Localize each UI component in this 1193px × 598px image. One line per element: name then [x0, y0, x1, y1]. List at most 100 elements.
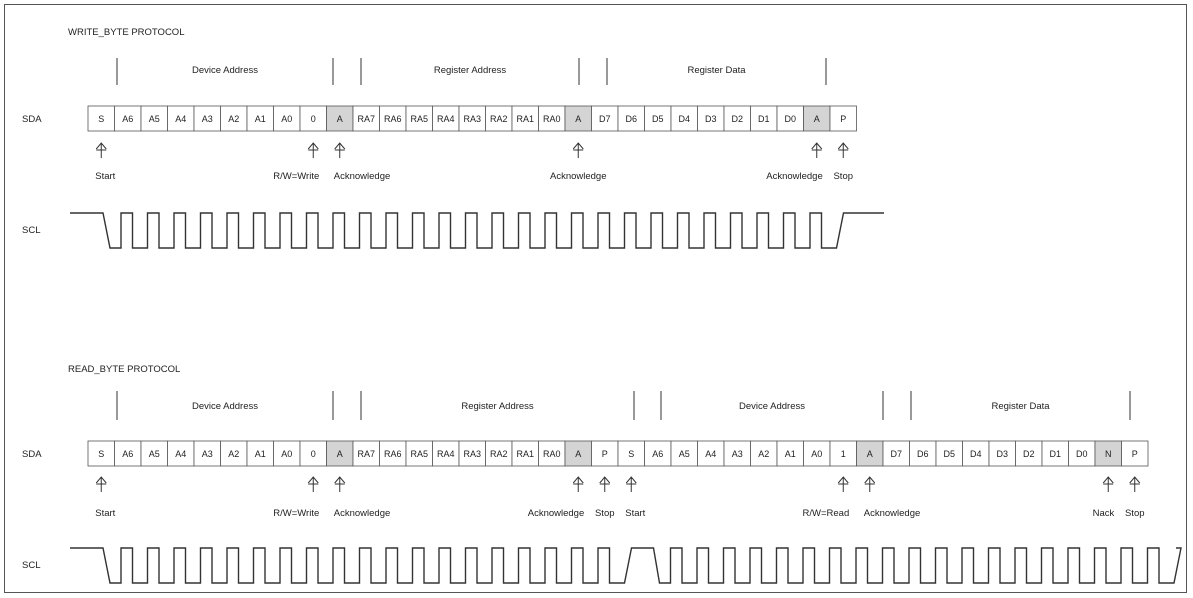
bit-label: D4 — [970, 449, 982, 459]
bit-cell — [193, 440, 221, 467]
bit-cell — [644, 440, 672, 467]
bit-label: RA4 — [437, 449, 455, 459]
bit-cell — [114, 440, 142, 467]
bit-cell — [644, 105, 672, 132]
ack-cell — [856, 440, 884, 467]
marker-label: Acknowledge — [766, 171, 823, 182]
bit-label: RA3 — [463, 449, 481, 459]
bit-cell — [511, 105, 539, 132]
up-arrow-icon-path — [837, 476, 849, 492]
bit-label: N — [1105, 449, 1112, 459]
bit-label: D5 — [652, 114, 664, 124]
bit-label: A6 — [122, 449, 133, 459]
marker-label: R/W=Write — [273, 508, 319, 519]
bit-cell — [1121, 440, 1149, 467]
bit-cell — [697, 440, 725, 467]
segment-label: Register Data — [687, 65, 746, 76]
bit-label: A5 — [149, 449, 160, 459]
bit-label: RA2 — [490, 449, 508, 459]
bit-label: RA0 — [543, 114, 561, 124]
segment-label: Register Data — [991, 401, 1050, 412]
bit-cell — [750, 440, 778, 467]
marker-label: Acknowledge — [550, 171, 607, 182]
bit-cell — [670, 105, 698, 132]
bit-label: RA3 — [463, 114, 481, 124]
bit-cell — [511, 440, 539, 467]
up-arrow-icon-path — [837, 142, 849, 158]
sda-label: SDA — [22, 449, 42, 460]
bit-label: 1 — [841, 449, 846, 459]
bit-cell — [988, 440, 1016, 467]
bit-label: A — [867, 449, 873, 459]
bit-cell — [485, 440, 513, 467]
bit-label: S — [628, 449, 634, 459]
up-arrow-icon-path — [864, 476, 876, 492]
bit-label: D7 — [599, 114, 611, 124]
marker-label: R/W=Read — [803, 508, 850, 519]
up-arrow-icon-path — [334, 476, 346, 492]
bit-label: D1 — [758, 114, 770, 124]
up-arrow-icon — [572, 142, 584, 158]
bit-label: A3 — [202, 449, 213, 459]
up-arrow-icon-path — [572, 476, 584, 492]
bit-label: A0 — [281, 114, 292, 124]
bit-cell — [458, 105, 486, 132]
ack-cell — [326, 105, 354, 132]
up-arrow-icon — [1129, 476, 1141, 492]
up-arrow-icon-path — [307, 142, 319, 158]
segment-label: Device Address — [192, 401, 258, 412]
up-arrow-icon-path — [334, 142, 346, 158]
bit-cell — [829, 105, 857, 132]
up-arrow-icon — [95, 142, 107, 158]
up-arrow-icon — [572, 476, 584, 492]
bit-cell — [167, 105, 195, 132]
bit-label: A1 — [785, 449, 796, 459]
bit-cell — [299, 105, 327, 132]
bit-label: RA2 — [490, 114, 508, 124]
bit-label: D2 — [731, 114, 743, 124]
bit-label: RA6 — [384, 114, 402, 124]
segment-label: Register Address — [461, 401, 534, 412]
segment-label: Device Address — [739, 401, 805, 412]
up-arrow-icon-path — [572, 142, 584, 158]
up-arrow-icon-path — [1102, 476, 1114, 492]
bit-label: D4 — [678, 114, 690, 124]
bit-cell — [591, 105, 619, 132]
bit-label: RA6 — [384, 449, 402, 459]
scl-waveform — [70, 547, 1182, 584]
bit-cell — [882, 440, 910, 467]
bit-label: A — [575, 449, 581, 459]
up-arrow-icon — [307, 142, 319, 158]
bit-label: RA1 — [516, 114, 534, 124]
bit-label: D5 — [943, 449, 955, 459]
bit-label: A5 — [149, 114, 160, 124]
marker-label: Stop — [1125, 508, 1145, 519]
bit-label: A2 — [228, 449, 239, 459]
bit-label: A0 — [281, 449, 292, 459]
bit-label: A1 — [255, 449, 266, 459]
marker-label: Acknowledge — [334, 171, 391, 182]
up-arrow-icon — [1102, 476, 1114, 492]
up-arrow-icon-path — [625, 476, 637, 492]
segment-label: Register Address — [434, 65, 507, 76]
bit-label: RA5 — [410, 449, 428, 459]
bit-cell — [776, 440, 804, 467]
bit-label: RA1 — [516, 449, 534, 459]
bit-cell — [273, 440, 301, 467]
bit-label: A4 — [175, 449, 186, 459]
bit-cell — [538, 440, 566, 467]
bit-label: A5 — [679, 449, 690, 459]
protocol-title: READ_BYTE PROTOCOL — [68, 364, 180, 375]
bit-cell — [87, 105, 115, 132]
up-arrow-icon-path — [95, 142, 107, 158]
bit-label: RA0 — [543, 449, 561, 459]
bit-cell — [246, 105, 274, 132]
bit-cell — [352, 105, 380, 132]
bit-label: D7 — [890, 449, 902, 459]
ack-cell — [564, 440, 592, 467]
scl-label: SCL — [22, 560, 40, 571]
marker-label: Nack — [1093, 508, 1115, 519]
bit-label: RA7 — [357, 449, 375, 459]
bit-label: P — [602, 449, 608, 459]
bit-cell — [193, 105, 221, 132]
